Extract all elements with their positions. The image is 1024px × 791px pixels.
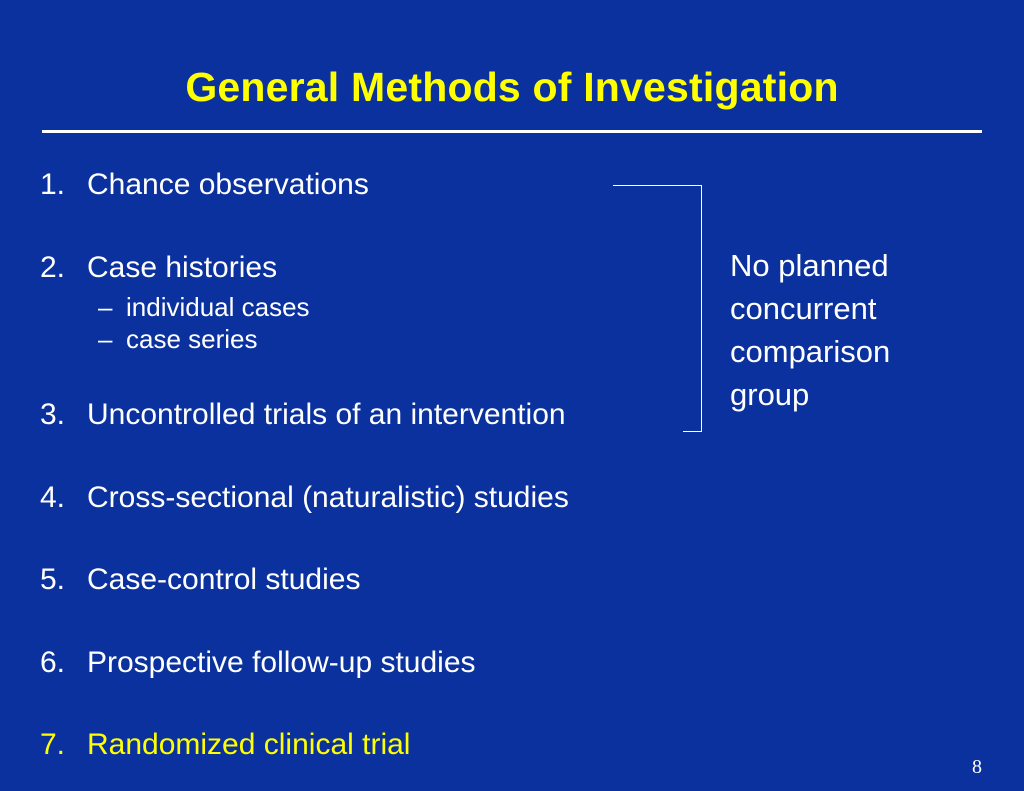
list-item-label: Chance observations <box>87 168 369 201</box>
list-item-number: 3. <box>40 398 66 431</box>
slide-title: General Methods of Investigation <box>185 64 839 110</box>
bracket-note-line-2: concurrent <box>730 291 877 326</box>
list-item-number: 7. <box>40 728 66 761</box>
list-item-1: 1. Chance observations <box>40 167 369 203</box>
list-item-5: 5. Case-control studies <box>40 562 360 598</box>
sub-item-case-series: –case series <box>98 324 258 354</box>
bracket-note: No planned concurrent comparison group <box>730 244 890 416</box>
list-item-number: 5. <box>40 563 66 596</box>
list-item-2: 2. Case histories <box>40 250 277 286</box>
sub-item-dash: – <box>98 324 113 354</box>
sub-item-label: case series <box>126 324 258 354</box>
sub-item-label: individual cases <box>126 292 310 322</box>
list-item-number: 4. <box>40 481 66 514</box>
list-item-label: Uncontrolled trials of an intervention <box>87 398 566 431</box>
list-item-number: 2. <box>40 251 66 284</box>
bracket-note-line-1: No planned <box>730 248 889 283</box>
title-divider <box>42 130 982 133</box>
list-item-number: 6. <box>40 646 66 679</box>
list-item-label: Cross-sectional (naturalistic) studies <box>87 481 569 514</box>
list-item-label: Case histories <box>87 251 278 284</box>
bracket-note-line-4: group <box>730 377 810 412</box>
list-item-label: Prospective follow-up studies <box>87 646 476 679</box>
list-item-4: 4. Cross-sectional (naturalistic) studies <box>40 480 569 516</box>
list-item-6: 6. Prospective follow-up studies <box>40 645 476 681</box>
page-number: 8 <box>972 756 982 778</box>
list-item-3: 3. Uncontrolled trials of an intervention <box>40 397 566 433</box>
list-item-7: 7. Randomized clinical trial <box>40 727 410 763</box>
bracket-note-line-3: comparison <box>730 334 891 369</box>
sub-item-individual-cases: –individual cases <box>98 292 310 322</box>
bracket-bottom-gap <box>613 428 683 432</box>
list-item-label: Randomized clinical trial <box>87 728 411 761</box>
list-item-number: 1. <box>40 168 66 201</box>
grouping-bracket <box>613 185 702 432</box>
list-item-label: Case-control studies <box>87 563 361 596</box>
sub-item-dash: – <box>98 292 113 322</box>
